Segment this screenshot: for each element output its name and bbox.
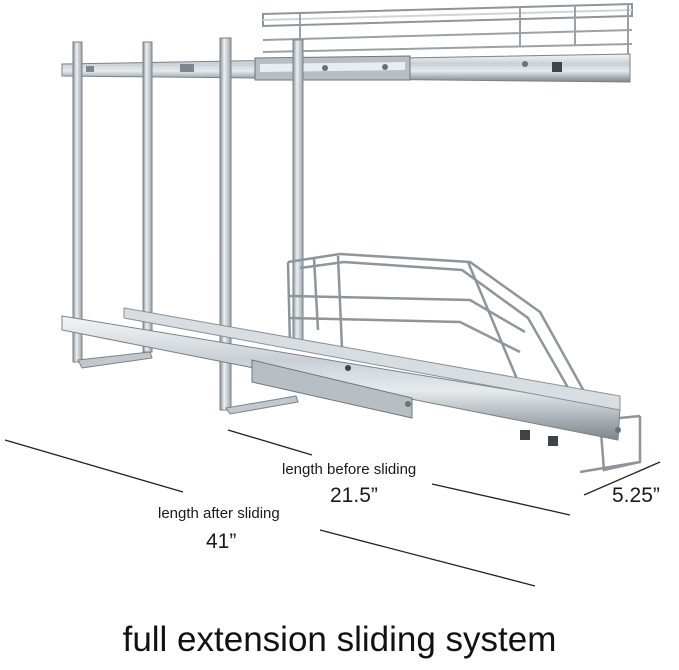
after-length-value: 41” — [206, 530, 237, 553]
depth-value: 5.25” — [612, 484, 660, 507]
before-dim-line-left — [227, 429, 313, 456]
caption: full extension sliding system — [122, 620, 557, 659]
before-dim-line-right — [431, 483, 571, 516]
after-dim-line-right — [319, 529, 536, 587]
before-length-label: length before sliding — [282, 461, 417, 478]
upper-basket — [262, 2, 633, 60]
before-length-value: 21.5” — [330, 484, 378, 507]
after-length-label: length after sliding — [158, 505, 280, 522]
lower-rail — [61, 307, 621, 446]
dimension-lines — [4, 429, 661, 587]
mounting-posts — [72, 37, 304, 415]
after-dim-line-left — [4, 439, 184, 493]
depth-dim-line — [583, 461, 661, 496]
